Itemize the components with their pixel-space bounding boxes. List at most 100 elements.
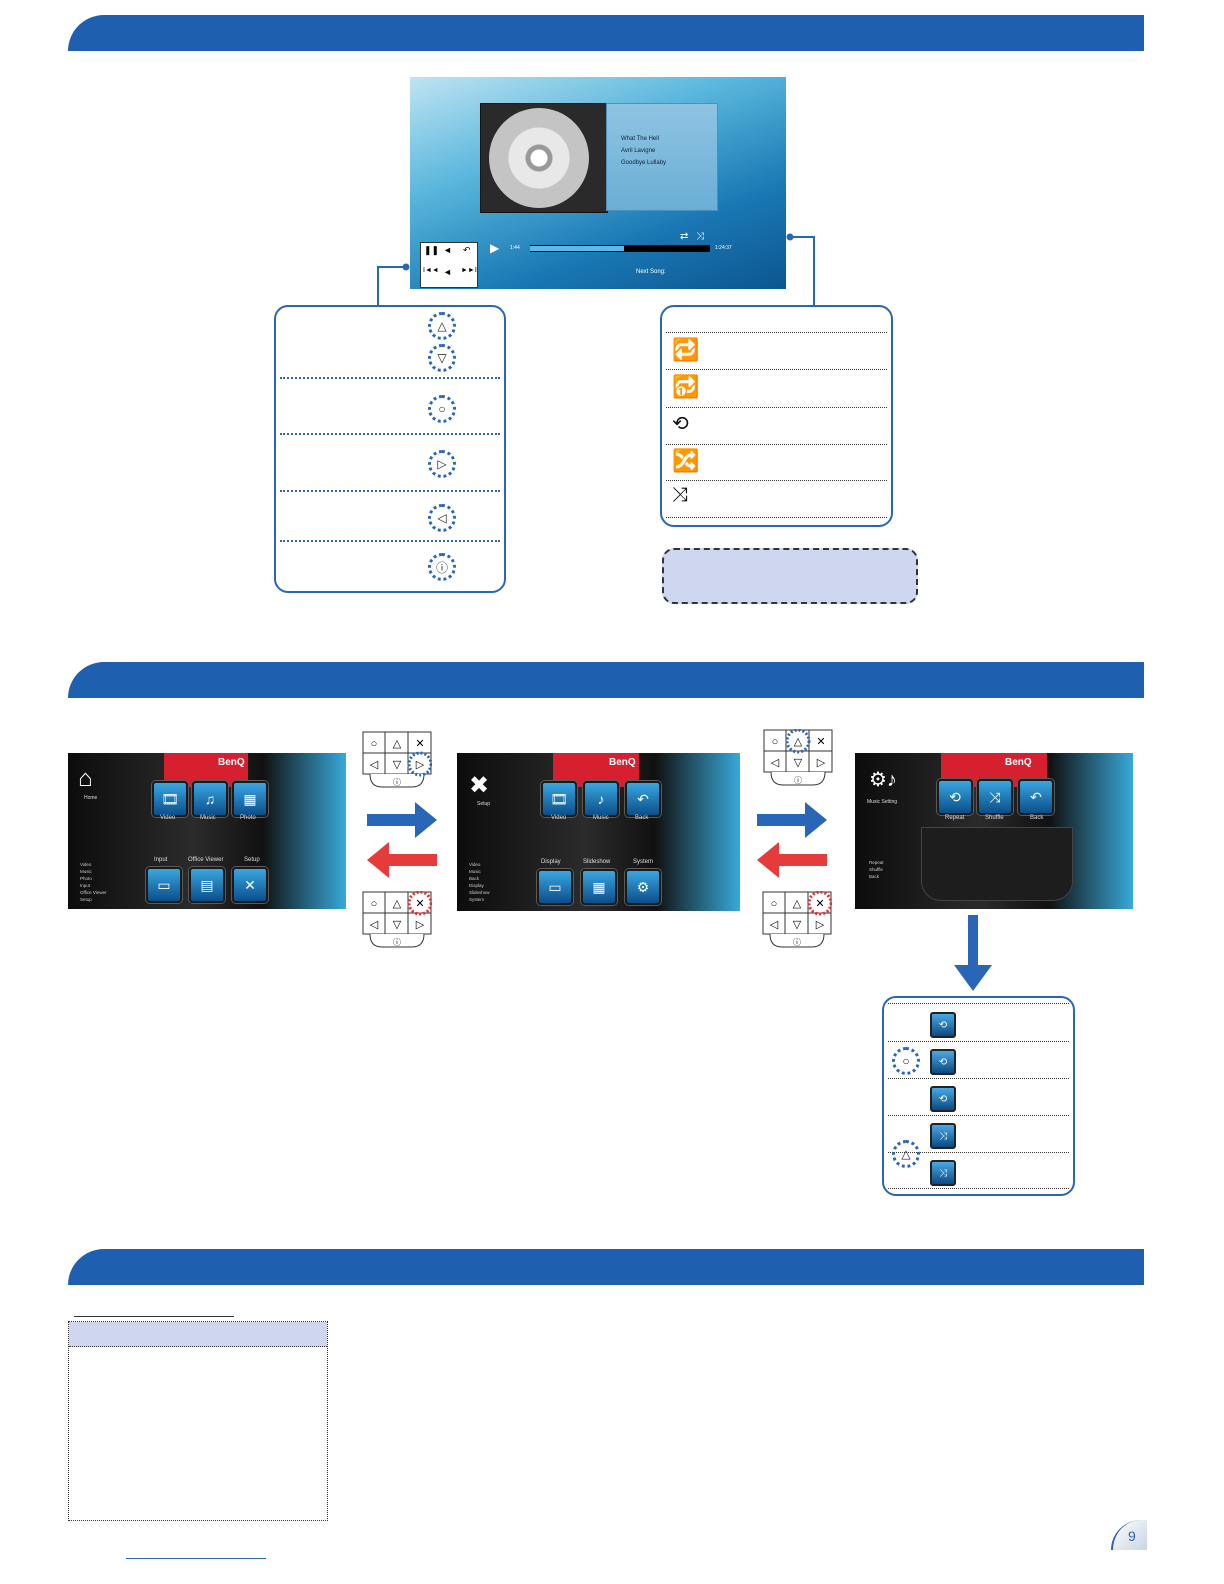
svg-text:▷: ▷: [816, 919, 825, 931]
svg-text:▽: ▽: [393, 759, 402, 771]
connector-left: [377, 263, 410, 305]
info-table: [68, 1321, 328, 1521]
svg-text:○: ○: [771, 898, 778, 910]
forward-arrow-icon: [367, 802, 437, 838]
song-title: What The Hell: [621, 136, 659, 142]
slideshow-tile[interactable]: ▦: [581, 869, 617, 905]
music-player-screenshot: What The Hell Avril Lavigne Goodbye Lull…: [410, 77, 786, 289]
tile-label: Back: [1030, 815, 1044, 821]
setup-menu-screenshot: BenQ ✖ Setup 🎞 ♪ ↶ Video Music Back Disp…: [457, 753, 740, 911]
music-tile[interactable]: ♪: [583, 781, 619, 817]
play-mode-panel: 🔁 🔂 ⟲ 🔀 ⤨: [660, 305, 893, 527]
back-tile[interactable]: ↶: [625, 781, 661, 817]
brand-logo: BenQ: [218, 757, 245, 768]
repeat-all-tile-icon: ⟲: [930, 1012, 956, 1038]
page-number: 9: [1128, 1528, 1136, 1544]
left-button-icon: ◁: [428, 504, 456, 532]
footer-link-underline: [126, 1558, 266, 1559]
tile-label: Music: [593, 815, 609, 821]
tile-label: Office Viewer: [188, 857, 224, 863]
tile-label: Video: [160, 815, 176, 821]
brand-logo: BenQ: [1005, 757, 1032, 768]
music-gear-icon: ⚙♪: [869, 769, 897, 791]
shuffle-off-tile-icon: ⤨: [930, 1160, 956, 1186]
shuffle-on-icon: 🔀: [672, 448, 700, 473]
home-house-icon: ⌂: [78, 765, 93, 792]
system-tile[interactable]: ⚙: [625, 869, 661, 905]
tile-label: Photo: [240, 815, 256, 821]
video-tile[interactable]: 🎞: [541, 781, 577, 817]
tile-label: Slideshow: [583, 859, 611, 865]
next-icon: ►►I: [461, 267, 477, 274]
progress-track[interactable]: [530, 245, 710, 252]
section-banner-1: [68, 15, 1144, 51]
total-time: 1:24:37: [715, 245, 732, 251]
cd-case: [480, 103, 608, 213]
svg-text:✕: ✕: [816, 736, 825, 748]
input-tile[interactable]: ▭: [146, 867, 182, 903]
svg-text:◁: ◁: [771, 757, 780, 769]
shuffle-status-icon: ⤨: [696, 231, 704, 242]
play-icon[interactable]: ▶: [490, 241, 500, 255]
menu-legend: Repeat Shuffle Back: [869, 860, 884, 879]
shuffle-on-tile-icon: ⤨: [930, 1123, 956, 1149]
prev-icon: I◄◄: [423, 267, 439, 274]
menu-title: Music Setting: [867, 799, 898, 805]
back-arrow-icon: [367, 842, 437, 878]
return-icon: ↶: [463, 245, 471, 255]
table-title-underline: [74, 1316, 234, 1317]
volume-icon: ◄: [443, 245, 452, 255]
cd-disc-icon: [489, 108, 589, 208]
back-tile[interactable]: ↶: [1018, 779, 1054, 815]
setup-tile[interactable]: ✕: [232, 867, 268, 903]
tile-label: Video: [551, 815, 567, 821]
music-tile[interactable]: ♫: [192, 781, 228, 817]
tile-label: System: [633, 859, 654, 865]
triangle-button-icon: △: [892, 1140, 920, 1168]
remote-triangle-button-icon: ○ △ ✕ ◁ ▽ ▷ ⓘ: [763, 729, 833, 786]
tile-label: Setup: [244, 857, 260, 863]
tile-label: Shuffle: [985, 815, 1004, 821]
info-button-icon: ⓘ: [428, 553, 456, 581]
player-control-grid[interactable]: ❚❚ ◄ ↶ I◄◄ ◄ ►►I: [420, 242, 478, 288]
svg-text:✕: ✕: [815, 898, 824, 910]
svg-text:ⓘ: ⓘ: [794, 776, 802, 785]
home-menu-screenshot: BenQ ⌂ Home 🎞 ♫ ▦ Video Music Photo Inpu…: [68, 753, 346, 909]
video-tile[interactable]: 🎞: [152, 781, 188, 817]
display-tile[interactable]: ▭: [537, 869, 573, 905]
svg-text:△: △: [793, 898, 802, 910]
note-box: [662, 548, 918, 604]
repeat-off-icon: ⟲: [672, 413, 689, 435]
info-table-header: [69, 1322, 327, 1347]
photo-tile[interactable]: ▦: [232, 781, 268, 817]
section-banner-2: [68, 662, 1144, 698]
control-button-panel: △ ▽ ○ ▷ ◁ ⓘ: [274, 305, 506, 593]
svg-text:▽: ▽: [793, 919, 802, 931]
down-arrow-icon: [954, 915, 992, 991]
song-info-card: What The Hell Avril Lavigne Goodbye Lull…: [606, 103, 718, 211]
tile-label: Input: [154, 857, 168, 863]
next-song-label: Next Song:: [636, 269, 666, 275]
svg-text:○: ○: [371, 738, 378, 750]
menu-title: Setup: [477, 801, 491, 807]
svg-text:◁: ◁: [370, 919, 379, 931]
office-viewer-tile[interactable]: ▤: [189, 867, 225, 903]
back-arrow-icon: [757, 842, 827, 878]
repeat-tile[interactable]: ⟲: [937, 779, 973, 815]
svg-text:ⓘ: ⓘ: [393, 778, 401, 787]
setup-tools-icon: ✖: [469, 772, 490, 799]
svg-text:◁: ◁: [370, 759, 379, 771]
song-artist: Avril Lavigne: [621, 148, 656, 154]
svg-text:○: ○: [772, 736, 779, 748]
remote-right-button-icon: ○ △ ✕ ◁ ▽ ▷ ⓘ: [362, 731, 432, 788]
control-pad: [921, 827, 1073, 901]
triangle-up-button-icon: △: [428, 312, 456, 340]
music-setting-screenshot: BenQ ⚙♪ Music Setting ⟲ ⤨ ↶ Repeat Shuff…: [855, 753, 1133, 909]
repeat-off-tile-icon: ⟲: [930, 1086, 956, 1112]
svg-text:▷: ▷: [817, 757, 826, 769]
forward-arrow-icon: [757, 802, 827, 838]
tile-label: Music: [200, 815, 216, 821]
shuffle-tile[interactable]: ⤨: [977, 779, 1013, 815]
pause-icon: ❚❚: [424, 245, 440, 255]
svg-text:△: △: [393, 898, 402, 910]
